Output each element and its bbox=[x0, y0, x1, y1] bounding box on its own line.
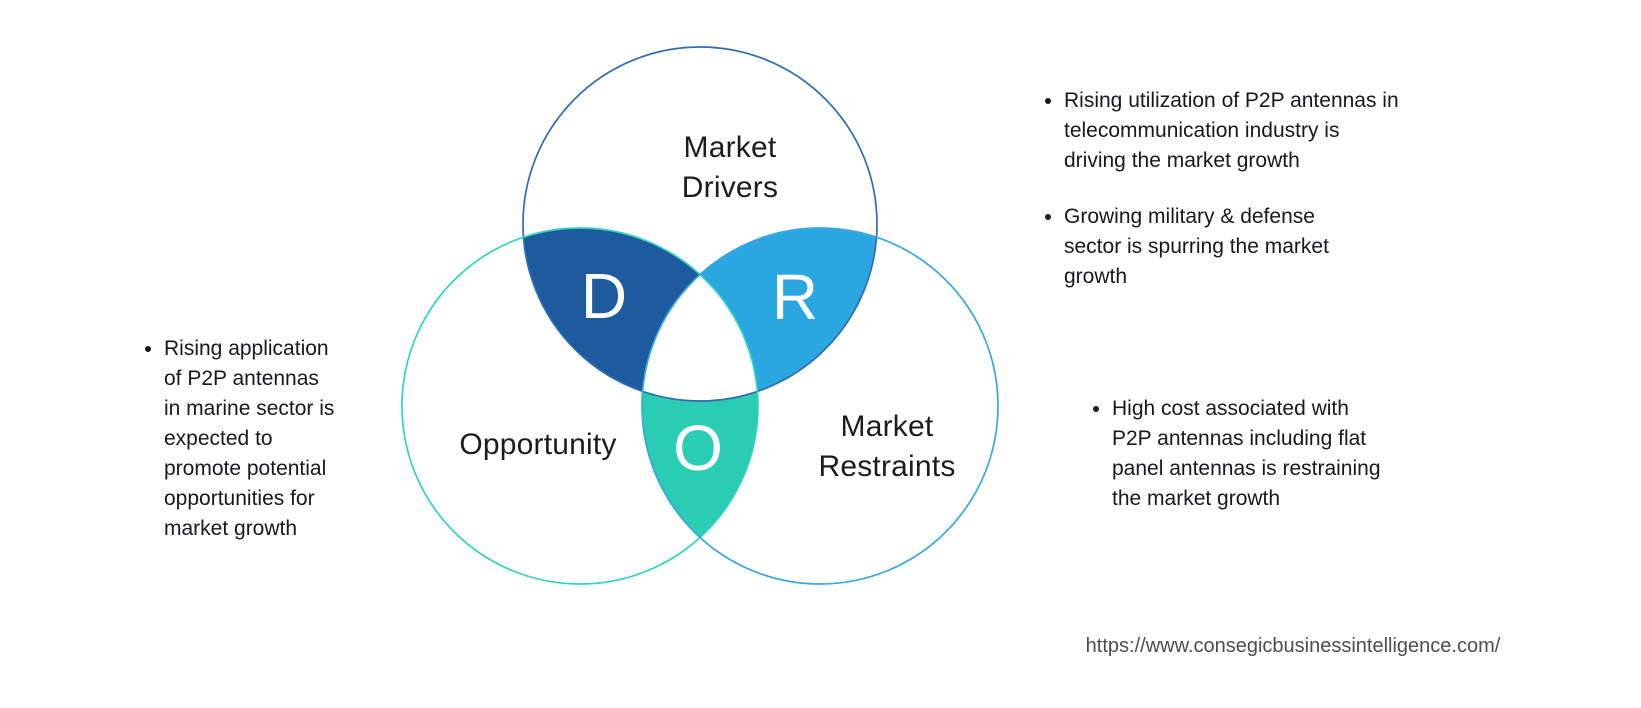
center-region bbox=[642, 228, 758, 401]
opportunity-notes-list: Rising application of P2P antennas in ma… bbox=[128, 334, 424, 544]
restraints-circle-label: Market Restraints bbox=[818, 410, 956, 483]
drivers-circle-outline bbox=[522, 46, 878, 402]
drivers-lens-letter: D bbox=[580, 260, 628, 332]
restraints-circle-outline bbox=[641, 227, 999, 585]
center-region-group bbox=[642, 228, 758, 401]
restraints-note-item: High cost associated with P2P antennas i… bbox=[1112, 394, 1512, 514]
opportunity-note-item: Rising application of P2P antennas in ma… bbox=[164, 334, 424, 544]
opportunity-lens-letter: O bbox=[673, 412, 723, 484]
source-url: https://www.consegicbusinessintelligence… bbox=[1085, 635, 1501, 657]
opportunity-circle-outline bbox=[401, 227, 759, 585]
drivers-note-item: Growing military & defense sector is spu… bbox=[1064, 202, 1514, 292]
drivers-circle-label: Market Drivers bbox=[681, 131, 779, 204]
restraints-lens-letter: R bbox=[771, 261, 819, 333]
opportunity-circle-label: Opportunity bbox=[459, 428, 617, 461]
drivers-notes-list: Rising utilization of P2P antennas in te… bbox=[1028, 86, 1514, 292]
drivers-note-item: Rising utilization of P2P antennas in te… bbox=[1064, 86, 1514, 176]
restraints-notes-list: High cost associated with P2P antennas i… bbox=[1076, 394, 1512, 514]
